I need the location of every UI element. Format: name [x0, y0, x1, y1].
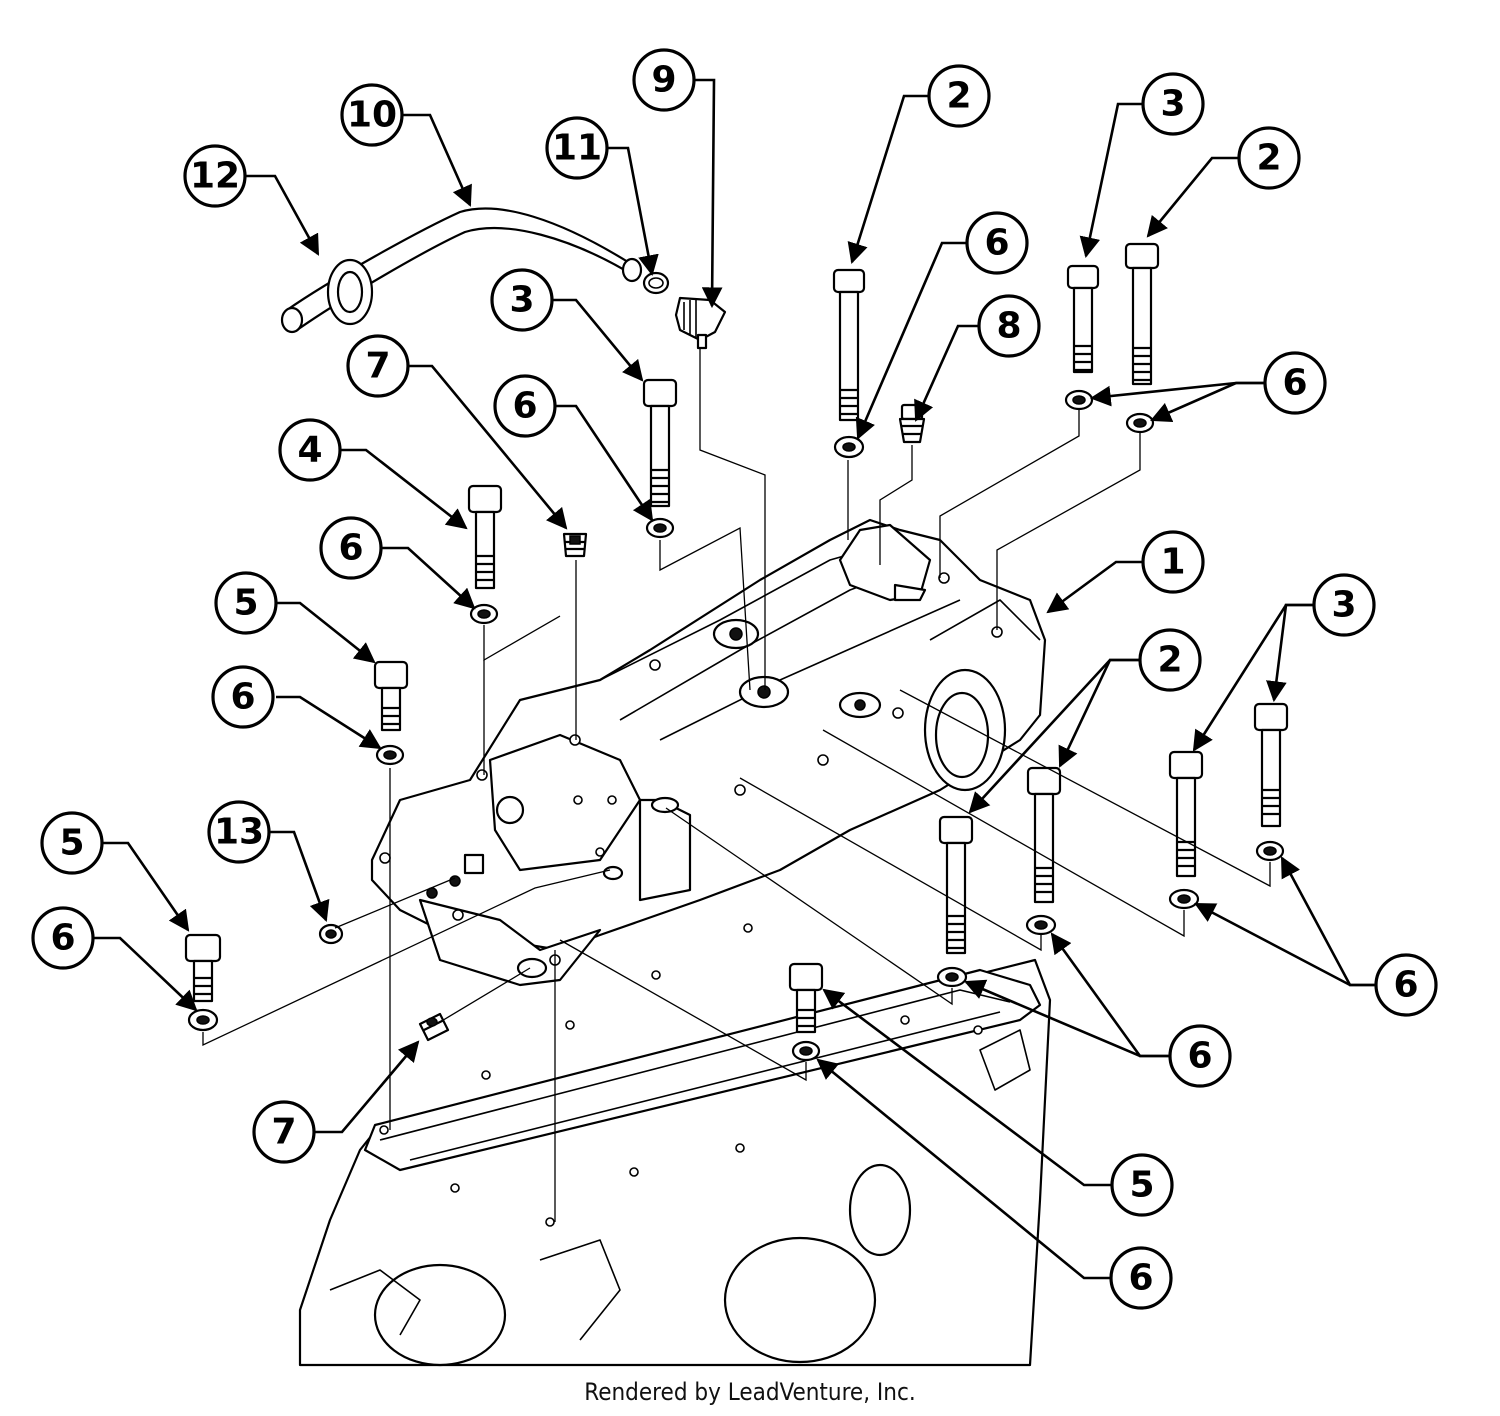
svg-text:3: 3	[509, 280, 534, 321]
callout-5-far-left: 5	[40, 811, 104, 875]
svg-text:6: 6	[1128, 1258, 1153, 1299]
callout-2-top: 2	[927, 64, 991, 128]
callout-9: 9	[632, 48, 696, 112]
plug-7-b	[418, 1012, 450, 1042]
svg-text:2: 2	[946, 76, 971, 117]
callout-6-bottom: 6	[1109, 1246, 1173, 1310]
callout-5-bottom: 5	[1110, 1153, 1174, 1217]
bolts	[184, 242, 1289, 1034]
svg-text:6: 6	[338, 528, 363, 569]
callout-7-bottom: 7	[252, 1100, 316, 1164]
callout-6-center: 6	[493, 374, 557, 438]
svg-text:7: 7	[365, 346, 390, 387]
callout-3-top: 3	[1141, 72, 1205, 136]
breather-hose-assembly	[280, 207, 727, 350]
bolt-2-d	[1026, 766, 1062, 904]
alignment-guides	[202, 348, 1271, 1222]
svg-text:6: 6	[984, 223, 1009, 264]
bolt-3-b	[642, 378, 678, 508]
svg-text:5: 5	[233, 583, 258, 624]
callout-2-right: 2	[1138, 628, 1202, 692]
callout-10: 10	[340, 83, 404, 147]
svg-text:6: 6	[1187, 1036, 1212, 1077]
bolt-3-c	[1168, 750, 1204, 878]
svg-text:13: 13	[214, 812, 264, 853]
callout-6-left-upper: 6	[319, 516, 383, 580]
callout-6-top: 6	[965, 211, 1029, 275]
bolt-2-a	[832, 268, 866, 422]
svg-text:1: 1	[1160, 542, 1185, 583]
callout-7-top: 7	[346, 334, 410, 398]
bolt-5-a	[373, 660, 409, 732]
bolt-2-b	[1124, 242, 1160, 386]
callout-bubbles: 12 10 11 9 2 3 2 6 8 6 3 7 6 4 6 5 6 1 2…	[31, 48, 1438, 1310]
svg-text:9: 9	[651, 60, 676, 101]
svg-text:5: 5	[1129, 1165, 1154, 1206]
svg-text:10: 10	[347, 95, 397, 136]
svg-text:6: 6	[230, 677, 255, 718]
callout-6-left: 6	[211, 665, 275, 729]
callout-1: 1	[1141, 530, 1205, 594]
callout-13: 13	[207, 800, 271, 864]
callout-3-right: 3	[1312, 573, 1376, 637]
bolt-2-c	[938, 815, 974, 955]
svg-text:6: 6	[512, 386, 537, 427]
svg-text:7: 7	[271, 1112, 296, 1153]
callout-8: 8	[977, 294, 1041, 358]
svg-text:6: 6	[50, 918, 75, 959]
plug-13	[318, 923, 344, 945]
callout-12: 12	[183, 144, 247, 208]
plug-7-a	[562, 532, 588, 558]
svg-text:11: 11	[552, 128, 602, 169]
callout-6-right-top: 6	[1263, 351, 1327, 415]
bolt-5-c	[788, 962, 824, 1034]
svg-text:4: 4	[297, 430, 322, 471]
callout-2-top-right: 2	[1237, 126, 1301, 190]
svg-text:2: 2	[1256, 138, 1281, 179]
callout-6-lower-right: 6	[1168, 1024, 1232, 1088]
cylinder-head	[370, 518, 1047, 987]
svg-text:3: 3	[1331, 585, 1356, 626]
callout-6-right: 6	[1374, 953, 1438, 1017]
bolt-4	[467, 484, 503, 590]
callout-6-far-left: 6	[31, 906, 95, 970]
svg-text:8: 8	[996, 306, 1021, 347]
leader-lines	[94, 78, 1375, 1280]
svg-text:6: 6	[1393, 965, 1418, 1006]
callout-11: 11	[545, 116, 609, 180]
engine-block	[298, 923, 1052, 1367]
svg-text:5: 5	[59, 823, 84, 864]
svg-text:2: 2	[1157, 640, 1182, 681]
footer-credit: Rendered by LeadVenture, Inc.	[584, 1378, 916, 1406]
callout-3-center: 3	[490, 268, 554, 332]
svg-text:3: 3	[1160, 84, 1185, 125]
bolt-3-d	[1253, 702, 1289, 828]
bolt-3-a	[1066, 264, 1100, 374]
callout-4: 4	[278, 418, 342, 482]
svg-text:6: 6	[1282, 363, 1307, 404]
svg-text:12: 12	[190, 156, 240, 197]
bolt-5-b	[184, 933, 222, 1003]
callout-5-left: 5	[214, 571, 278, 635]
washers	[187, 389, 1285, 1062]
